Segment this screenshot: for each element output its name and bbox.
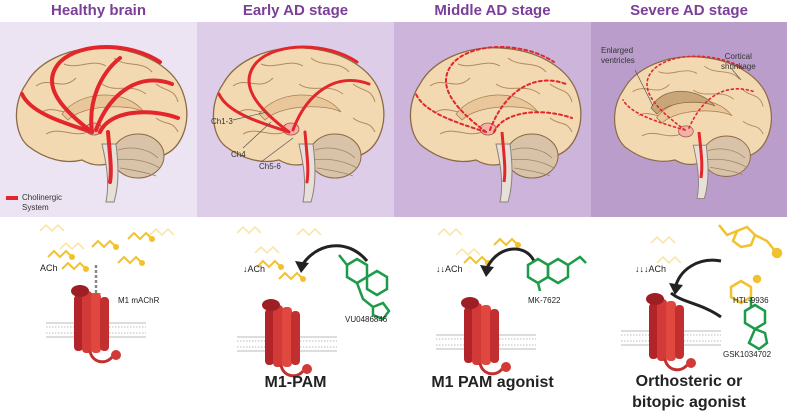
brain-panel bbox=[394, 22, 591, 217]
therapy-line-2: bitopic agonist bbox=[632, 394, 746, 411]
legend-line-2: System bbox=[22, 203, 49, 212]
cholinergic-pathways bbox=[622, 55, 756, 131]
drug-label: VU0486846 bbox=[345, 315, 388, 324]
synapse-middle-ad bbox=[434, 228, 587, 376]
cholinergic-pathways bbox=[415, 46, 573, 133]
synapse-severe-ad bbox=[619, 224, 783, 372]
cholinergic-pathways bbox=[20, 45, 180, 184]
therapy-line-1: Orthosteric or bbox=[635, 373, 743, 390]
gsk1034702-molecule-bottom bbox=[743, 297, 769, 351]
nucleus-label-ch1-3: Ch1-3 bbox=[211, 117, 233, 126]
nucleus-label-ch4: Ch4 bbox=[231, 150, 246, 159]
stage-title: Healthy brain bbox=[50, 2, 147, 19]
enlarged-ventricles bbox=[650, 90, 716, 115]
ventricles-label: Enlarged ventricles bbox=[601, 46, 635, 66]
stage-title: Middle AD stage bbox=[434, 2, 551, 19]
shrinkage-line-2: shrinkage bbox=[721, 62, 756, 71]
synapse-healthy bbox=[39, 224, 175, 364]
drug-label-gsk1034702: GSK1034702 bbox=[723, 350, 772, 359]
healthy-brain-illustration bbox=[6, 45, 188, 203]
ach-level: ACh bbox=[40, 263, 58, 273]
therapy-label: Orthosteric or bitopic agonist bbox=[591, 371, 787, 413]
stage-middle-ad: Middle AD stage ↓↓ACh MK-7622 M1 PAM ago… bbox=[394, 0, 591, 415]
ventricles-line-1: Enlarged bbox=[601, 46, 634, 55]
mk-7622-molecule bbox=[526, 255, 587, 292]
legend-swatch bbox=[6, 196, 18, 200]
drug-label: MK-7622 bbox=[528, 296, 561, 305]
stage-severe-ad: Severe AD stage Enlarged ventricles Cort… bbox=[591, 0, 787, 415]
middle-ad-brain-illustration bbox=[409, 46, 582, 203]
cholinergic-pathways bbox=[217, 45, 371, 184]
nucleus-label-ch5-6: Ch5-6 bbox=[259, 162, 281, 171]
brain-panel: Ch1-3 Ch4 Ch5-6 bbox=[197, 22, 394, 217]
stage-early-ad: Early AD stage Ch1-3 Ch4 Ch5-6 bbox=[197, 0, 394, 415]
shrinkage-line-1: Cortical bbox=[724, 52, 752, 61]
shrinkage-label: Cortical shrinkage bbox=[721, 52, 756, 72]
ach-level: ↓ACh bbox=[243, 264, 266, 274]
early-ad-brain-illustration bbox=[212, 45, 385, 203]
stage-healthy: Healthy brain Cholinergic System ACh M1 bbox=[0, 0, 197, 415]
ach-level: ↓↓↓ACh bbox=[635, 264, 667, 274]
brain-panel: Cholinergic System bbox=[0, 22, 197, 217]
brain-panel: Enlarged ventricles Cortical shrinkage bbox=[591, 22, 787, 217]
ventricles-line-2: ventricles bbox=[601, 56, 635, 65]
stage-title: Severe AD stage bbox=[630, 2, 748, 19]
receptor-label: M1 mAChR bbox=[118, 296, 160, 305]
legend-label: Cholinergic System bbox=[22, 193, 62, 213]
htl-9936-molecule bbox=[718, 224, 783, 259]
stage-title: Early AD stage bbox=[242, 2, 349, 19]
therapy-label: M1-PAM bbox=[264, 374, 327, 391]
legend-line-1: Cholinergic bbox=[22, 193, 63, 202]
ach-level: ↓↓ACh bbox=[436, 264, 463, 274]
synapse-early-ad bbox=[235, 226, 391, 378]
severe-ad-brain-illustration bbox=[614, 55, 772, 200]
vu0486846-molecule bbox=[338, 254, 391, 321]
therapy-label: M1 PAM agonist bbox=[431, 374, 554, 391]
drug-label-htl-9936: HTL-9936 bbox=[733, 296, 769, 305]
